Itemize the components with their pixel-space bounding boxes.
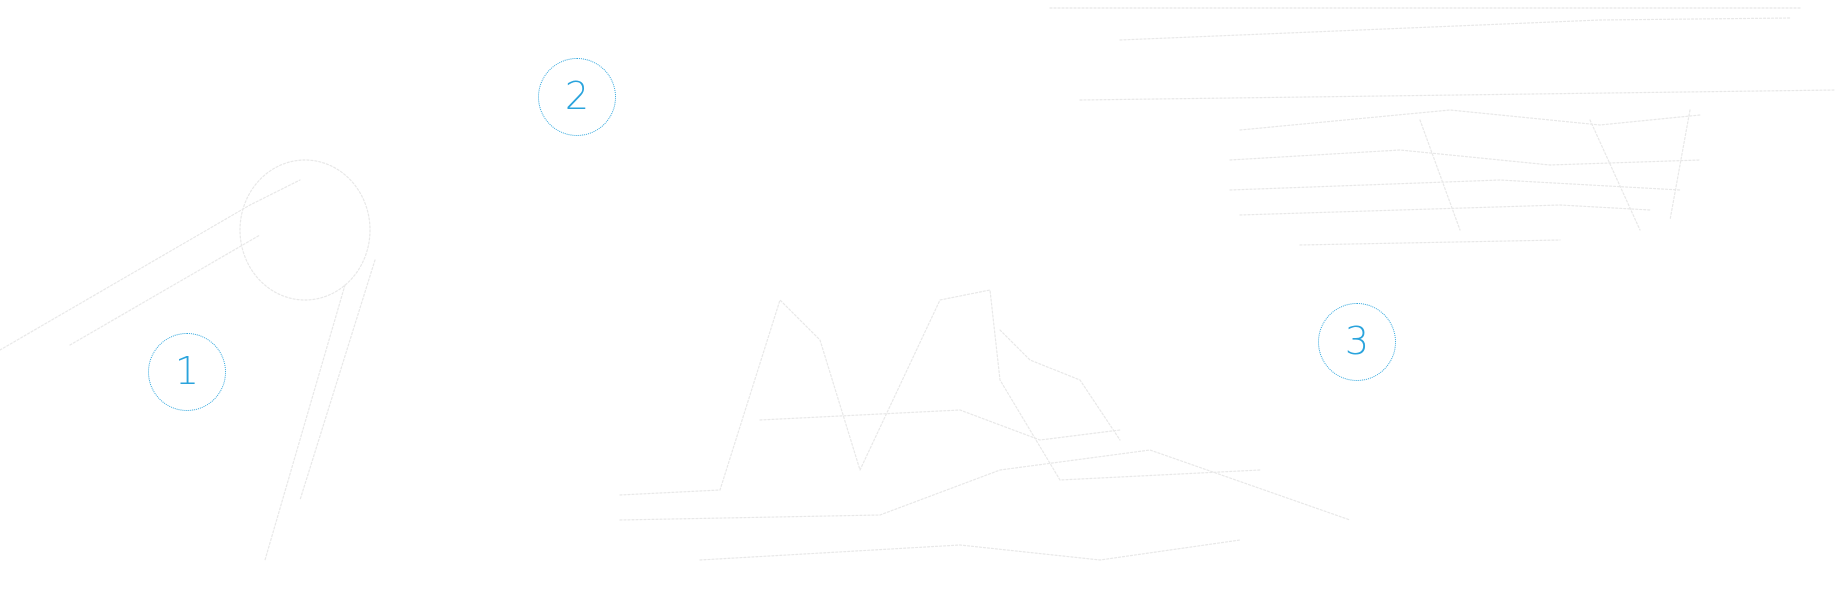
sketch-line [759,409,1121,441]
sketch-line [1419,119,1461,231]
sketch-line [1119,17,1791,41]
sketch-line [1299,239,1561,246]
hotspot-1-label: 1 [174,349,200,393]
sketch-shape [239,159,371,301]
hotspot-2-label: 2 [564,74,590,118]
sketch-line [299,259,376,501]
sketch-line [619,289,1261,496]
sketch-line [1239,204,1651,216]
sketch-line [264,284,346,561]
sketch-line [69,234,261,346]
sketch-line [999,329,1121,441]
hotspot-2[interactable]: 2 [538,58,616,136]
sketch-line [1079,89,1835,101]
sketch-line [0,179,301,351]
sketch-line [1239,109,1701,131]
hotspot-1[interactable]: 1 [148,333,226,411]
sketch-line [1589,119,1641,231]
sketch-line [1229,149,1701,166]
hotspot-3-label: 3 [1344,319,1370,363]
hotspot-3[interactable]: 3 [1318,303,1396,381]
sketch-line [619,449,1351,521]
sketch-line [699,539,1241,561]
sketch-line [1669,109,1691,221]
sketch-line [1229,179,1681,191]
